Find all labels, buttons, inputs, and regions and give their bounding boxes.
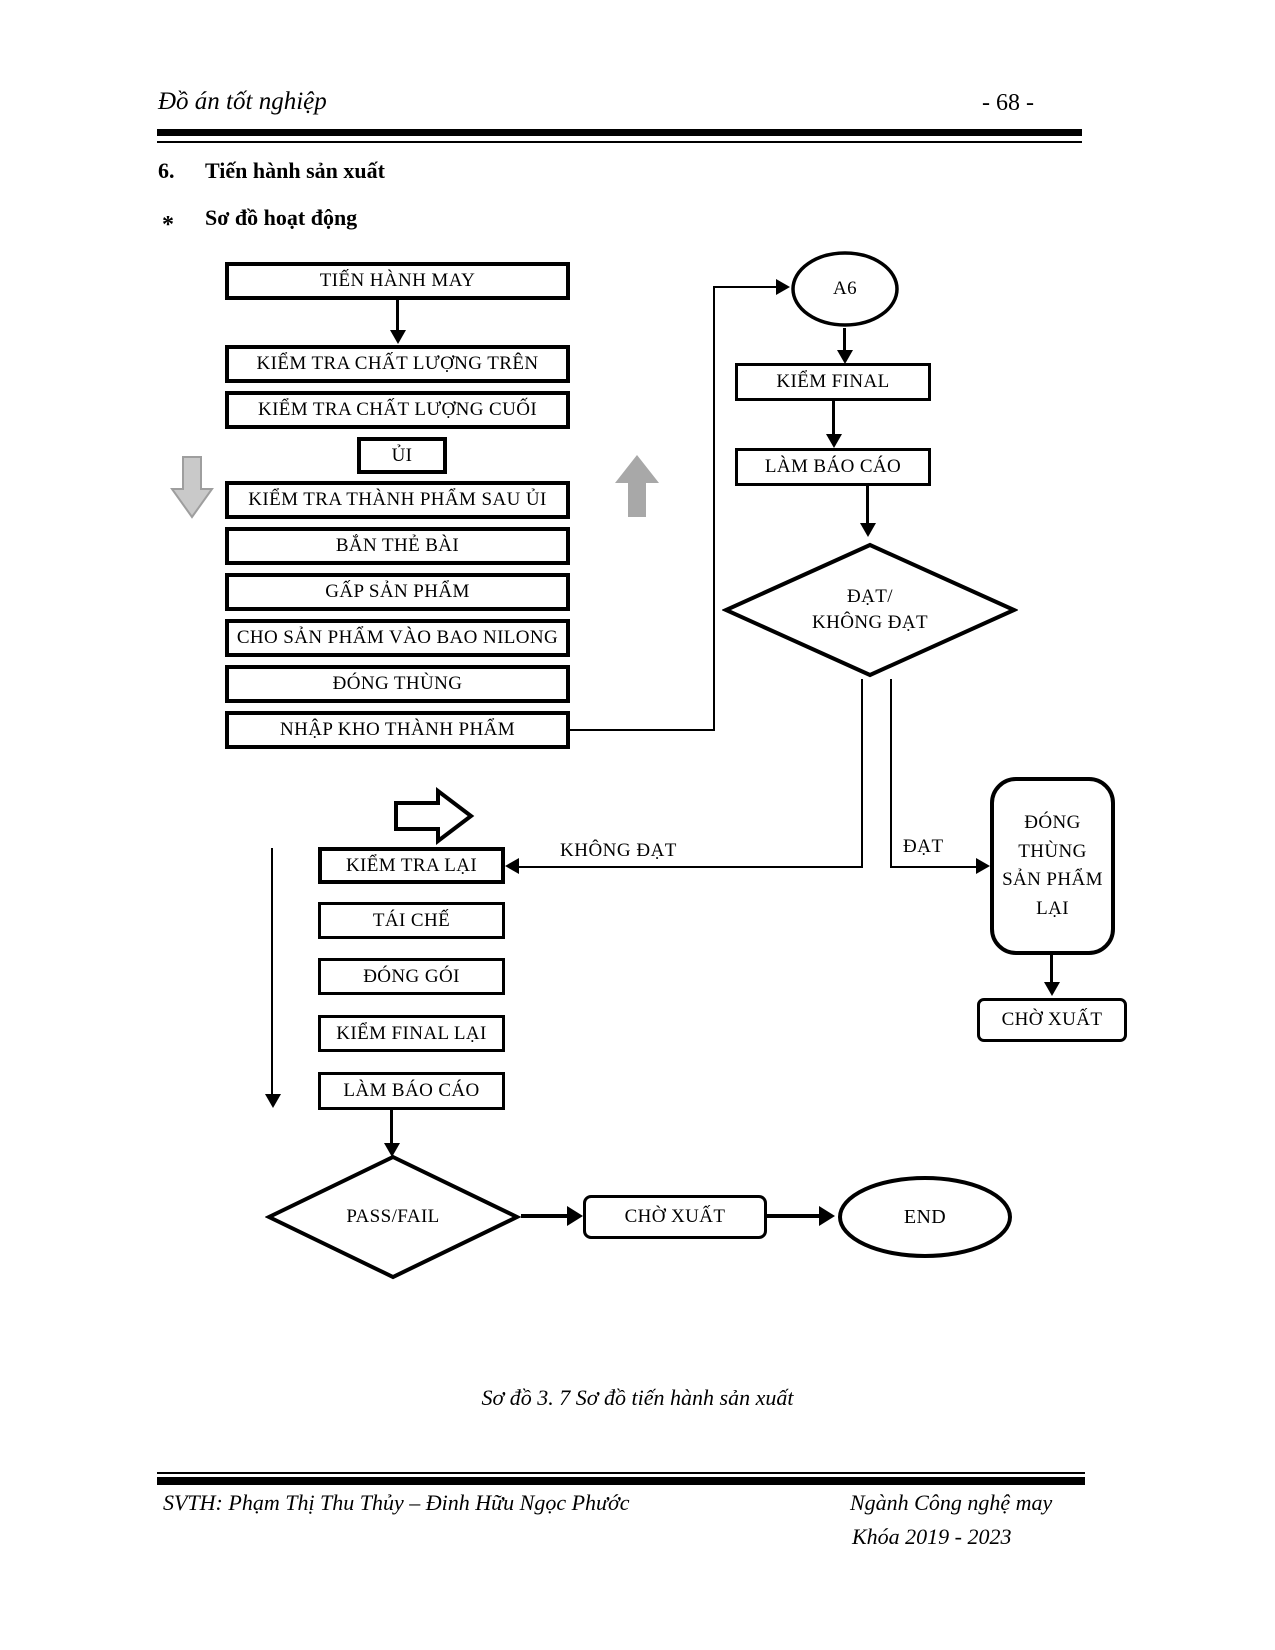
sub-title: Sơ đồ hoạt động (205, 205, 358, 230)
node-kiem-final-lai: KIỂM FINAL LẠI (318, 1015, 505, 1052)
node-end-terminator: END (836, 1175, 1014, 1259)
grey-up-block-arrow-icon (615, 455, 659, 517)
footer-rule-thick (157, 1477, 1085, 1485)
arrow-a6-to-kiemfinal (843, 328, 846, 352)
section-title: Tiến hành sản xuất (205, 158, 385, 183)
arrowhead-down-icon (837, 350, 853, 364)
arrowhead-down-icon (265, 1094, 281, 1108)
arrowhead-right-icon (976, 858, 990, 874)
footer-cohort: Khóa 2019 - 2023 (852, 1524, 1012, 1549)
node-a6-terminator: A6 (790, 250, 900, 328)
arrowhead-right-icon (567, 1206, 583, 1226)
node-cho-san-pham-vao-bao-nilong: CHO SẢN PHẨM VÀO BAO NILONG (225, 619, 570, 657)
arrow-kiemfinal-to-baocao (832, 401, 835, 435)
node-nhap-kho-thanh-pham: NHẬP KHO THÀNH PHẨM (225, 711, 570, 749)
footer-major: Ngành Công nghệ may (850, 1490, 1053, 1515)
section-number: 6. (158, 158, 175, 183)
arrowhead-left-icon (505, 858, 519, 874)
node-kiem-tra-thanh-pham-sau-ui: KIỂM TRA THÀNH PHẨM SAU ỦI (225, 481, 570, 519)
node-kiem-tra-chat-luong-cuoi: KIỂM TRA CHẤT LƯỢNG CUỐI (225, 391, 570, 429)
arrow-may-to-kt (396, 300, 399, 332)
node-tien-hanh-may: TIẾN HÀNH MAY (225, 262, 570, 300)
decision-label: ĐẠT/ KHÔNG ĐẠT (811, 586, 928, 633)
decision-tail-fail (861, 679, 863, 867)
sub-bullet: * (162, 212, 174, 238)
connector-nhapkho-up (713, 287, 715, 731)
node-tai-che: TÁI CHẾ (318, 902, 505, 939)
connector-fail-line (517, 866, 863, 868)
node-decision-pass-fail: PASS/FAIL (265, 1153, 521, 1281)
node-lam-bao-cao: LÀM BÁO CÁO (735, 448, 931, 486)
header-page-number: - 68 - (982, 90, 1034, 116)
connector-into-a6 (713, 286, 779, 288)
decision-tail-pass (890, 679, 892, 868)
node-kiem-tra-chat-luong-tren: KIỂM TRA CHẤT LƯỢNG TRÊN (225, 345, 570, 383)
white-right-block-arrow-icon (394, 787, 475, 845)
node-kiem-tra-lai: KIỂM TRA LẠI (318, 847, 505, 884)
node-ban-the-bai: BẮN THẺ BÀI (225, 527, 570, 565)
header-rule-thin (157, 141, 1082, 143)
footer-student-names: SVTH: Phạm Thị Thu Thủy – Đinh Hữu Ngọc … (163, 1490, 630, 1515)
arrow-baocao2-to-passfail (390, 1110, 393, 1144)
node-gap-san-pham: GẤP SẢN PHẨM (225, 573, 570, 611)
connector-nhapkho-right (570, 729, 713, 731)
arrowhead-down-icon (384, 1143, 400, 1157)
arrow-dongthung-to-choxuat (1050, 955, 1053, 983)
label-dat: ĐẠT (903, 836, 944, 857)
node-ui: ỦI (357, 437, 447, 474)
node-dong-thung-san-pham-lai: ĐÓNG THÙNG SẢN PHẨM LẠI (990, 777, 1115, 955)
arrow-choxuat-to-end (767, 1214, 823, 1218)
arrow-passfail-to-choxuat (521, 1214, 571, 1218)
a6-label: A6 (832, 278, 858, 299)
passfail-label: PASS/FAIL (346, 1206, 440, 1227)
label-khong-dat: KHÔNG ĐẠT (560, 840, 677, 861)
arrowhead-down-icon (860, 523, 876, 537)
arrowhead-right-icon (776, 279, 790, 295)
header-running-title: Đồ án tốt nghiệp (158, 88, 327, 115)
footer-rule-thin (157, 1472, 1085, 1474)
node-dong-thung: ĐÓNG THÙNG (225, 665, 570, 703)
connector-pass-line (891, 866, 979, 868)
node-lam-bao-cao-2: LÀM BÁO CÁO (318, 1072, 505, 1110)
node-decision-dat-khongdat: ĐẠT/ KHÔNG ĐẠT (722, 541, 1018, 679)
arrowhead-down-icon (390, 330, 406, 344)
arrowhead-down-icon (826, 434, 842, 448)
arrow-baocao-to-decision (866, 486, 869, 524)
arrowhead-down-icon (1044, 982, 1060, 996)
node-cho-xuat-right: CHỜ XUẤT (977, 998, 1127, 1042)
header-rule-thick (157, 129, 1082, 136)
grey-down-block-arrow-icon (170, 456, 214, 519)
figure-caption: Sơ đồ 3. 7 Sơ đồ tiến hành sản xuất (481, 1385, 794, 1410)
arrowhead-right-icon (819, 1206, 835, 1226)
end-label: END (903, 1205, 947, 1228)
node-kiem-final: KIỂM FINAL (735, 363, 931, 401)
node-dong-goi: ĐÓNG GÓI (318, 958, 505, 995)
flow-direction-line (271, 848, 273, 1096)
node-cho-xuat-bottom: CHỜ XUẤT (583, 1195, 767, 1239)
